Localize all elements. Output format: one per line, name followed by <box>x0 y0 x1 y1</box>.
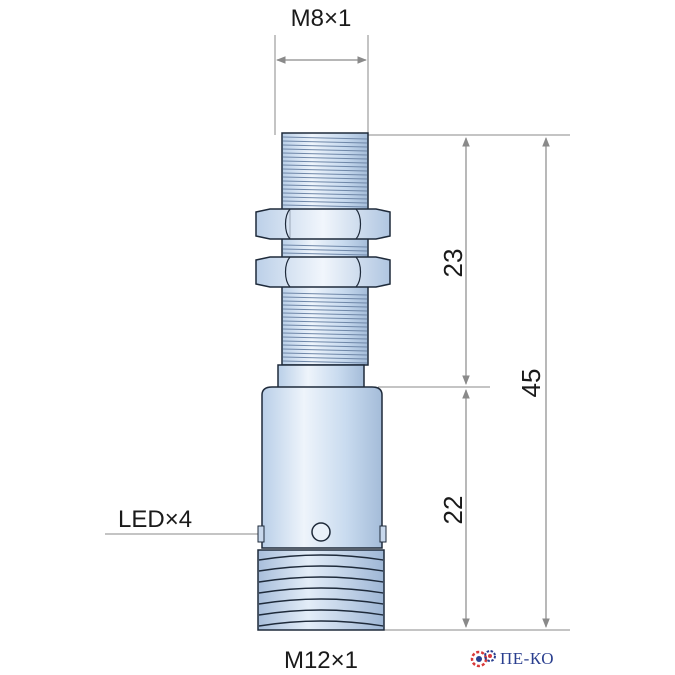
m12-connector-thread <box>257 549 385 631</box>
extension-lines <box>368 134 570 631</box>
bottom-thread-label: M12×1 <box>284 647 358 674</box>
led-window <box>311 522 331 542</box>
lower-nut <box>255 256 391 288</box>
m8-dimension <box>274 35 369 135</box>
dim-lower-label: 22 <box>438 496 468 525</box>
company-logo: ПЕ-КО <box>470 646 554 672</box>
led-label: LED×4 <box>118 506 192 533</box>
collar <box>277 364 365 390</box>
top-thread-label: M8×1 <box>291 5 352 32</box>
main-body <box>257 386 387 549</box>
m8-thread-shaft <box>281 132 369 366</box>
upper-nut <box>255 208 391 240</box>
logo-text: ПЕ-КО <box>500 649 555 668</box>
gear-icon <box>470 650 496 668</box>
vertical-dimensions <box>462 137 550 628</box>
dim-upper-label: 23 <box>438 249 468 278</box>
dim-total-label: 45 <box>516 369 546 398</box>
